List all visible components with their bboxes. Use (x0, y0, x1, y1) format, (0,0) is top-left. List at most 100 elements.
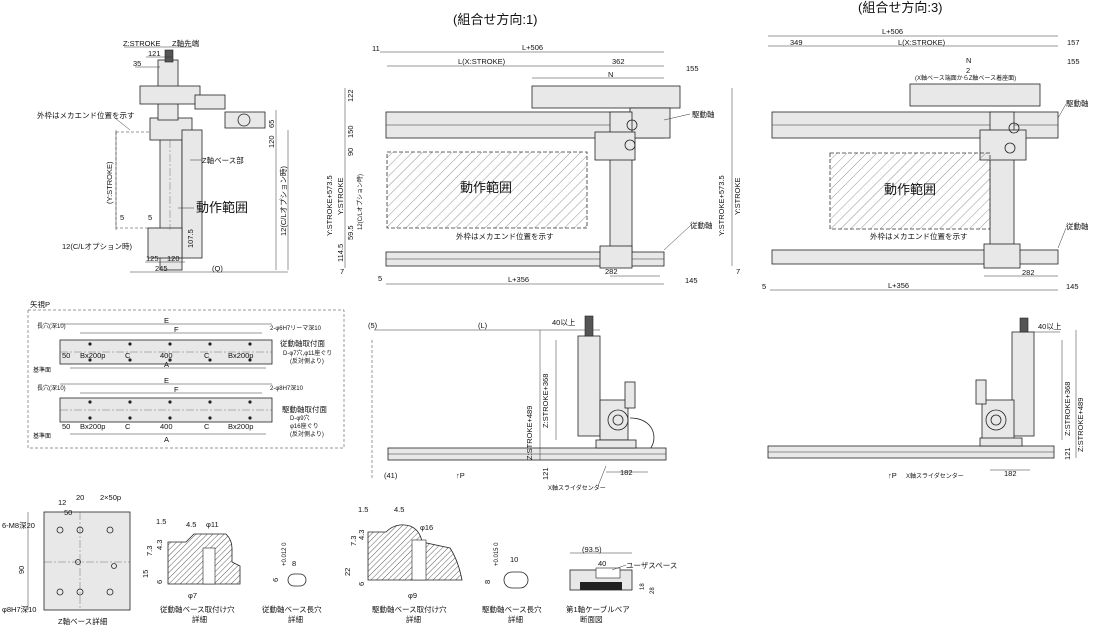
label-xslider-1: X軸スライダセンター (548, 484, 606, 492)
tol-ds: +0.012 0 (282, 542, 288, 566)
dim-400-2: 400 (160, 422, 173, 431)
dim-z-stroke: Z:STROKE (123, 39, 161, 48)
front-view-direction-1: (5) (L) 40以上 Z:STROKE+489 Z:STROKE+368 (… (368, 315, 667, 492)
label-drive-1: 駆動軸 (692, 109, 715, 119)
caption-dvs1: 駆動軸ベース長穴 (482, 604, 542, 614)
dim-7-3: 7 (736, 267, 740, 276)
dim-12-cl: 12(C/Lオプション時) (62, 242, 133, 251)
label-h7: φ8H7深10 (2, 605, 36, 614)
label-drive-3: 駆動軸 (1066, 98, 1089, 108)
dim-145-3: 145 (1066, 282, 1079, 291)
bolt-2: D-φ9穴 (290, 414, 310, 422)
dim-bx200p-1b: Bx200p (228, 351, 253, 360)
dim-121: 121 (148, 49, 161, 58)
dim-5-1: 5 (378, 274, 382, 283)
top-view-direction-3: L+506 349 L(X:STROKE) 157 155 N 2 (X軸ベース… (717, 27, 1089, 291)
dim-121-1: 121 (541, 467, 550, 480)
dim-l506-1: L+506 (522, 43, 543, 52)
dim-2x50p: 2×50p (100, 493, 121, 502)
caption-dv2: 詳細 (406, 614, 421, 624)
dim-5a: 5 (120, 213, 124, 222)
dim-107-5: 107.5 (186, 229, 195, 248)
label-user-space: ユーザスペース (626, 561, 677, 570)
dim-l356-1: L+356 (508, 275, 529, 284)
dim-40-1: 40以上 (552, 318, 576, 327)
dim-lx-1: L(X:STROKE) (458, 57, 506, 66)
dim-8-dvs: 8 (483, 580, 492, 584)
dim-11-dh: φ11 (206, 520, 219, 529)
tol-dvs: +0.015 0 (494, 542, 500, 566)
dim-4-3-dv: 4.3 (357, 530, 366, 540)
title-direction-1: (組合せ方向:1) (453, 12, 538, 27)
dim-4-3-dh: 4.3 (155, 540, 164, 550)
dim-90-zb: 90 (17, 566, 26, 574)
dim-f-2: F (174, 385, 179, 394)
dim-y573-3: Y:STROKE+573.5 (717, 175, 726, 236)
title-direction-3: (組合せ方向:3) (858, 0, 943, 15)
operating-range-3 (829, 152, 991, 230)
caption-ds2: 詳細 (288, 614, 303, 624)
caption-dh2: 詳細 (192, 614, 207, 624)
dim-e-2: E (164, 376, 169, 385)
note-mech-end-1: 外枠はメカエンド位置を示す (456, 231, 554, 241)
dim-114-5-1: 114.5 (336, 244, 345, 262)
detail-driven-hole: 1.5 4.5 φ11 φ7 7.3 4.3 15 6 従動軸ベース取付け穴 詳… (141, 517, 241, 624)
dim-16-dv: φ16 (420, 523, 433, 532)
dim-125: 125 (146, 254, 159, 263)
operating-range-1 (386, 151, 588, 229)
dim-400-1: 400 (160, 351, 173, 360)
front-view-direction-3: 40以上 Z:STROKE+368 Z:STROKE+489 121 ↑P X軸… (767, 317, 1085, 480)
dim-bx200p-2b: Bx200p (228, 422, 253, 431)
dim-282-3: 282 (1022, 268, 1035, 277)
dim-9-dv: φ9 (408, 591, 417, 600)
dim-50-2: 50 (62, 422, 70, 431)
dim-90-1: 90 (346, 148, 355, 156)
dim-cl-1: 12(C/Lオプション時) (356, 174, 364, 230)
caption-dvs2: 詳細 (508, 614, 523, 624)
ream-1: 2-φ6H7リーマ深10 (270, 324, 322, 332)
bolt-2c: (反対側より) (290, 430, 324, 438)
dim-155-3: 155 (1067, 57, 1080, 66)
dim-1-5-dv: 1.5 (358, 505, 368, 514)
dim-157: 157 (1067, 38, 1080, 47)
dim-n-3: N (966, 56, 971, 65)
detail-drive-slot: 10 8 +0.015 0 駆動軸ベース長穴 詳細 (482, 542, 542, 624)
dim-150-1: 150 (346, 125, 355, 138)
dim-lx-3: L(X:STROKE) (898, 38, 946, 47)
dim-362: 362 (612, 57, 625, 66)
y-axis-motor-3 (909, 83, 1041, 107)
dim-122-1: 122 (346, 89, 355, 102)
dim-z489-3: Z:STROKE+489 (1076, 398, 1085, 452)
long-hole-2: 長穴(深10) (37, 384, 66, 392)
label-driven-1: 従動軸 (690, 220, 713, 230)
detail-driven-slot: 8 6 +0.012 0 従動軸ベース長穴 詳細 (262, 542, 322, 624)
label-range-left: 動作範囲 (196, 200, 248, 215)
dim-40-3: 40以上 (1038, 322, 1062, 331)
bolt-1b: (反対側より) (290, 357, 324, 365)
z-base-plate (43, 511, 131, 611)
dim-93-5: (93.5) (582, 545, 602, 554)
label-p-1: ↑P (456, 471, 465, 480)
y-axis-motor (531, 85, 681, 109)
long-hole-1: 長穴(深10) (37, 322, 66, 330)
dim-182-3: 182 (1004, 469, 1017, 478)
dim-182-1: 182 (620, 468, 633, 477)
caption-cable2: 断面図 (580, 614, 603, 624)
dim-6-ds: 6 (271, 578, 280, 582)
left-side-view: Z:STROKE Z軸先端 121 35 外枠はメカエンド位置を示す (Y:ST… (37, 38, 289, 273)
dim-a-1: A (164, 360, 169, 369)
dim-bx200p-1a: Bx200p (80, 351, 105, 360)
dim-e-1: E (164, 316, 169, 325)
caption-dv1: 駆動軸ベース取付け穴 (372, 604, 447, 614)
dim-40-cable: 40 (598, 559, 606, 568)
dim-245: 245 (155, 264, 168, 273)
dim-12-zb: 12 (58, 498, 66, 507)
dim-y-stroke-3: Y:STROKE (733, 177, 742, 215)
caption-ds1: 従動軸ベース長穴 (262, 604, 322, 614)
dim-121-3: 121 (1063, 447, 1072, 460)
ref-face-2: 基準面 (33, 432, 51, 440)
dim-l506-3: L+506 (882, 27, 903, 36)
dim-20-zb: 20 (76, 493, 84, 502)
detail-drive-hole: 1.5 4.5 φ16 φ9 7.3 4.3 22 6 駆動軸ベース取付け穴 詳… (343, 505, 463, 624)
label-xslider-3: X軸スライダセンター (906, 472, 964, 480)
